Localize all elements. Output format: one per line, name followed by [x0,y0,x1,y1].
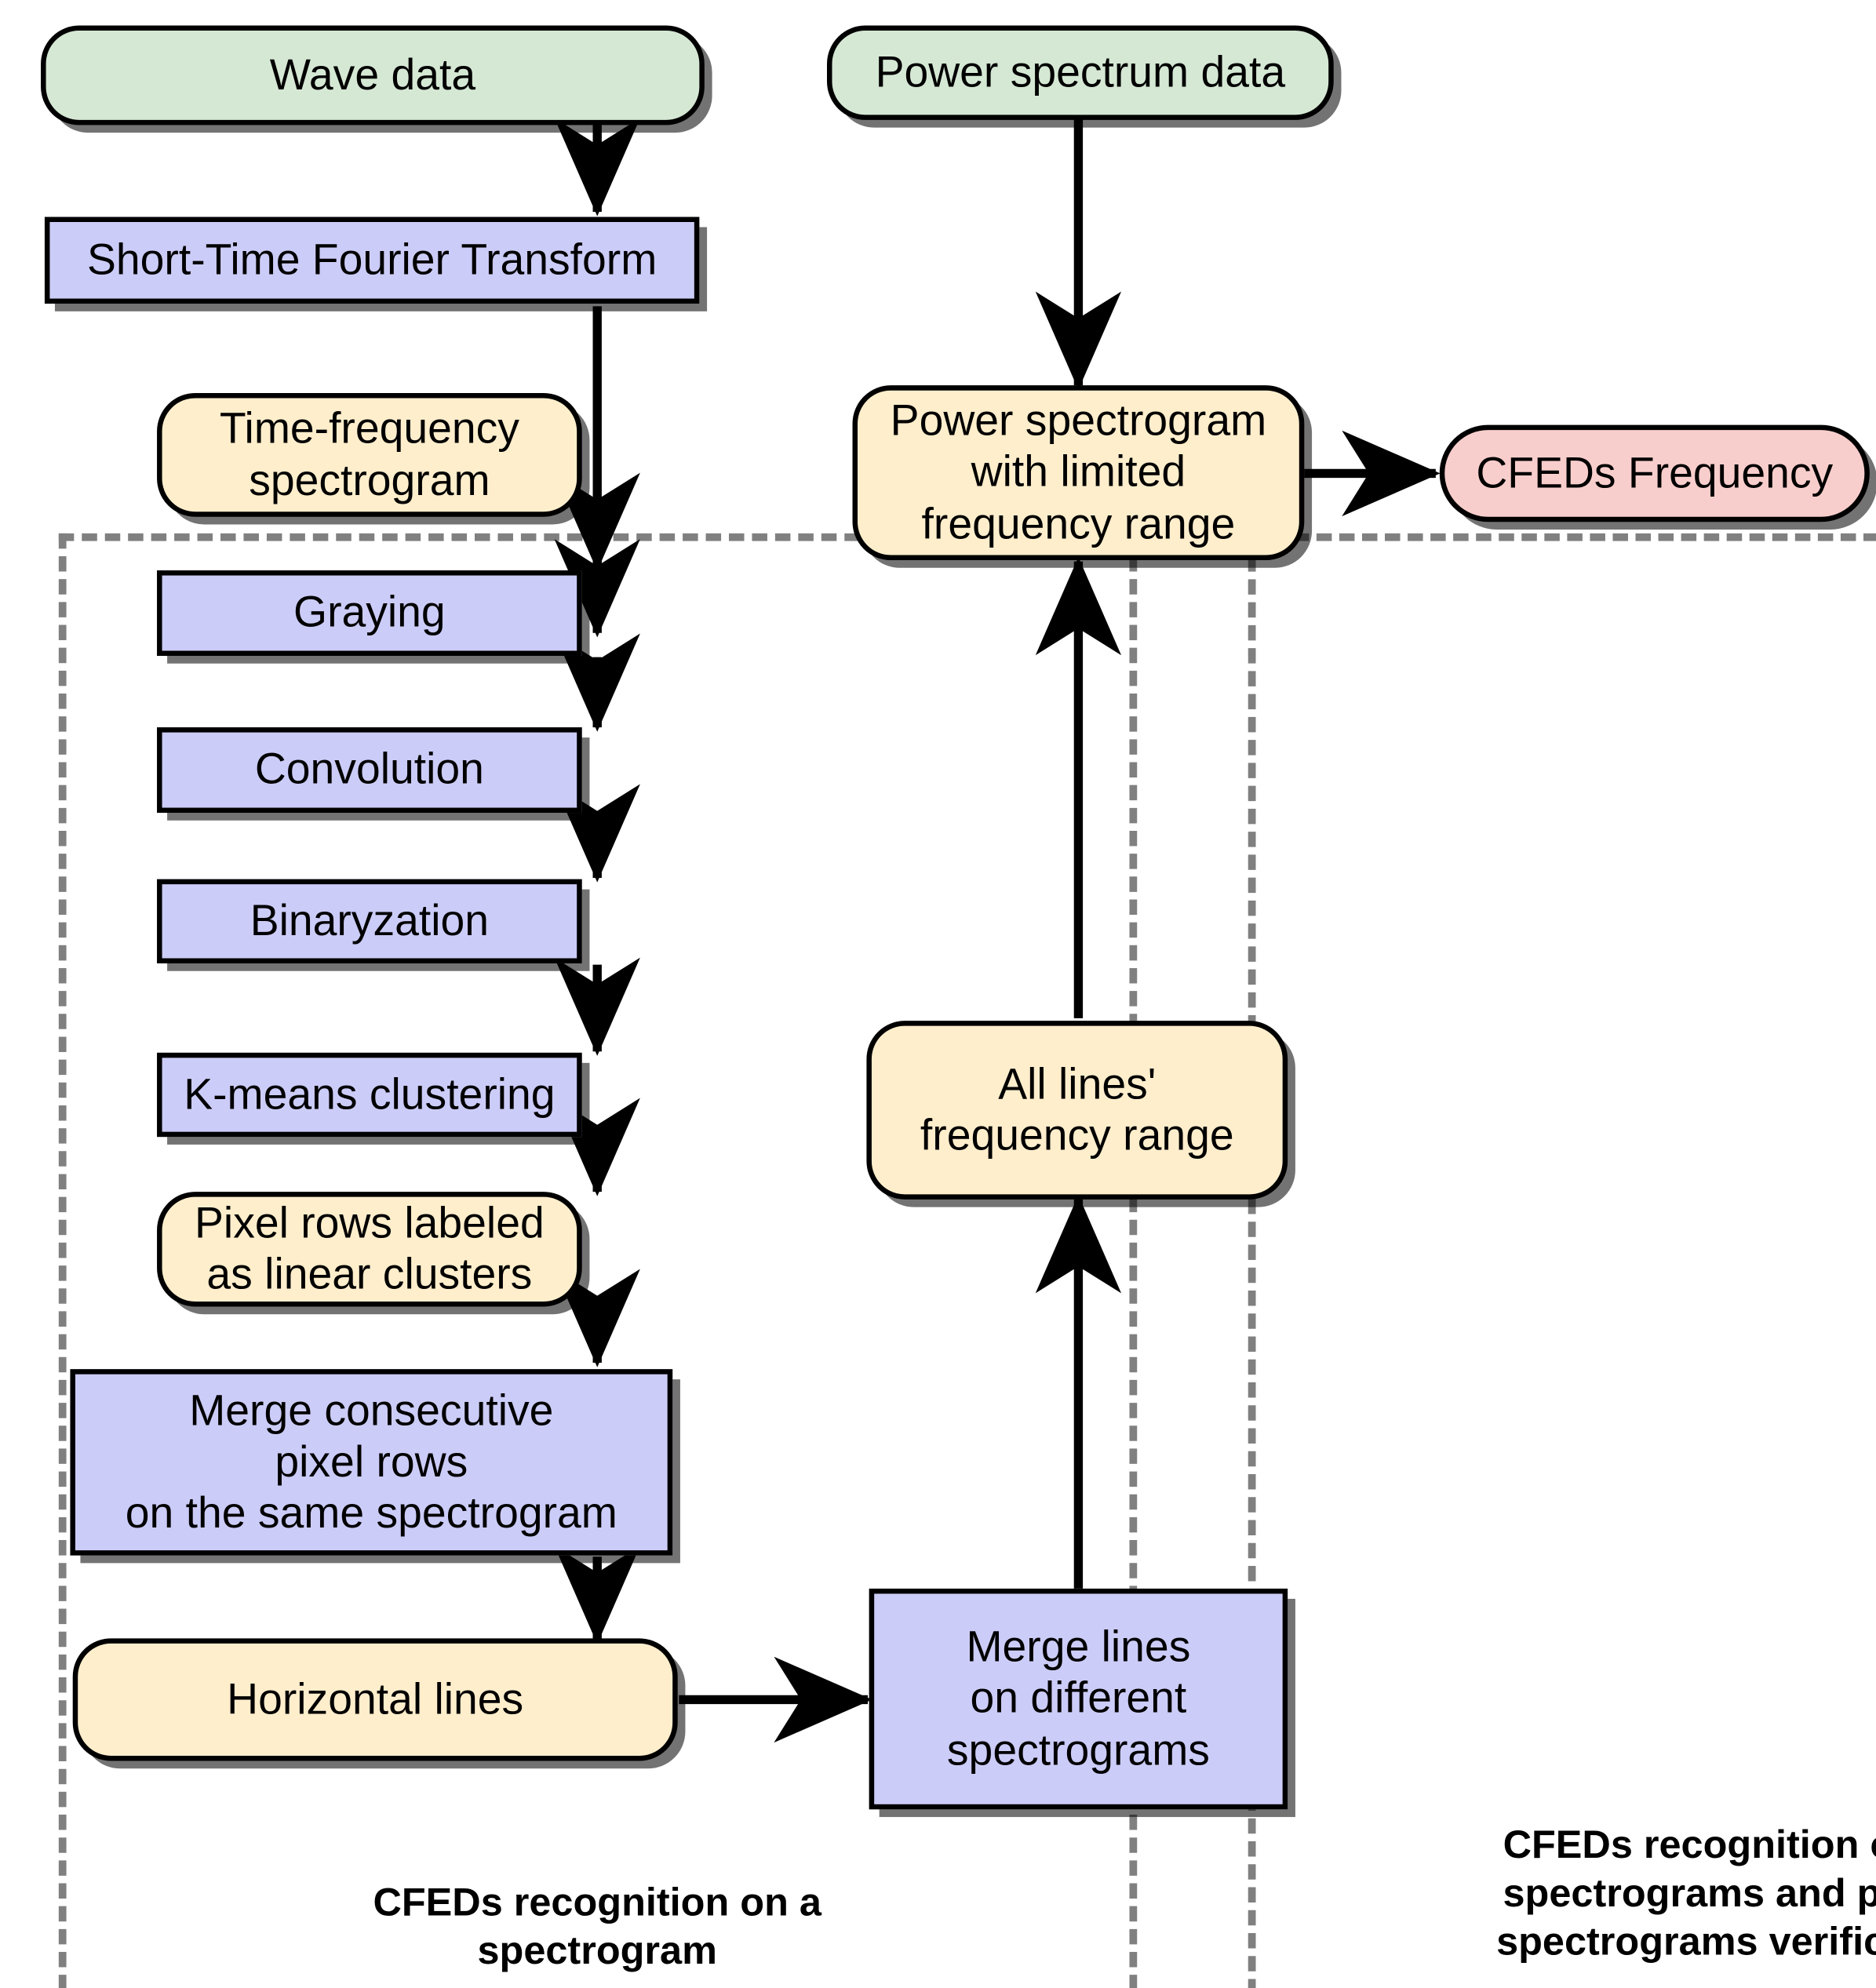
node-horizontal-lines[interactable]: Horizontal lines [72,1638,678,1761]
node-power-spectrogram-limited[interactable]: Power spectrogram with limited frequency… [852,385,1305,561]
group-label-left: CFEDs recognition on a spectrogram [373,1879,821,1973]
group-box-right [1248,533,1876,1988]
node-power-spectrum-data[interactable]: Power spectrum data [826,25,1334,120]
node-convolution[interactable]: Convolution [157,727,582,814]
node-binaryzation[interactable]: Binaryzation [157,879,582,963]
node-merge-consecutive-pixel-rows[interactable]: Merge consecutive pixel rows on the same… [70,1369,673,1556]
node-short-time-fourier-transform[interactable]: Short-Time Fourier Transform [44,217,700,304]
node-graying[interactable]: Graying [157,570,582,656]
node-time-frequency-spectrogram[interactable]: Time-frequency spectrogram [157,392,582,517]
node-pixel-rows-labeled[interactable]: Pixel rows labeled as linear clusters [157,1192,582,1307]
group-label-right: CFEDs recognition on all spectrograms an… [1496,1822,1876,1964]
node-kmeans-clustering[interactable]: K-means clustering [157,1052,582,1138]
node-wave-data[interactable]: Wave data [41,25,705,126]
node-cfeds-frequency[interactable]: CFEDs Frequency [1439,424,1870,522]
node-merge-lines-different-spectrograms[interactable]: Merge lines on different spectrograms [869,1588,1288,1810]
node-all-lines-frequency-range[interactable]: All lines' frequency range [866,1021,1288,1200]
